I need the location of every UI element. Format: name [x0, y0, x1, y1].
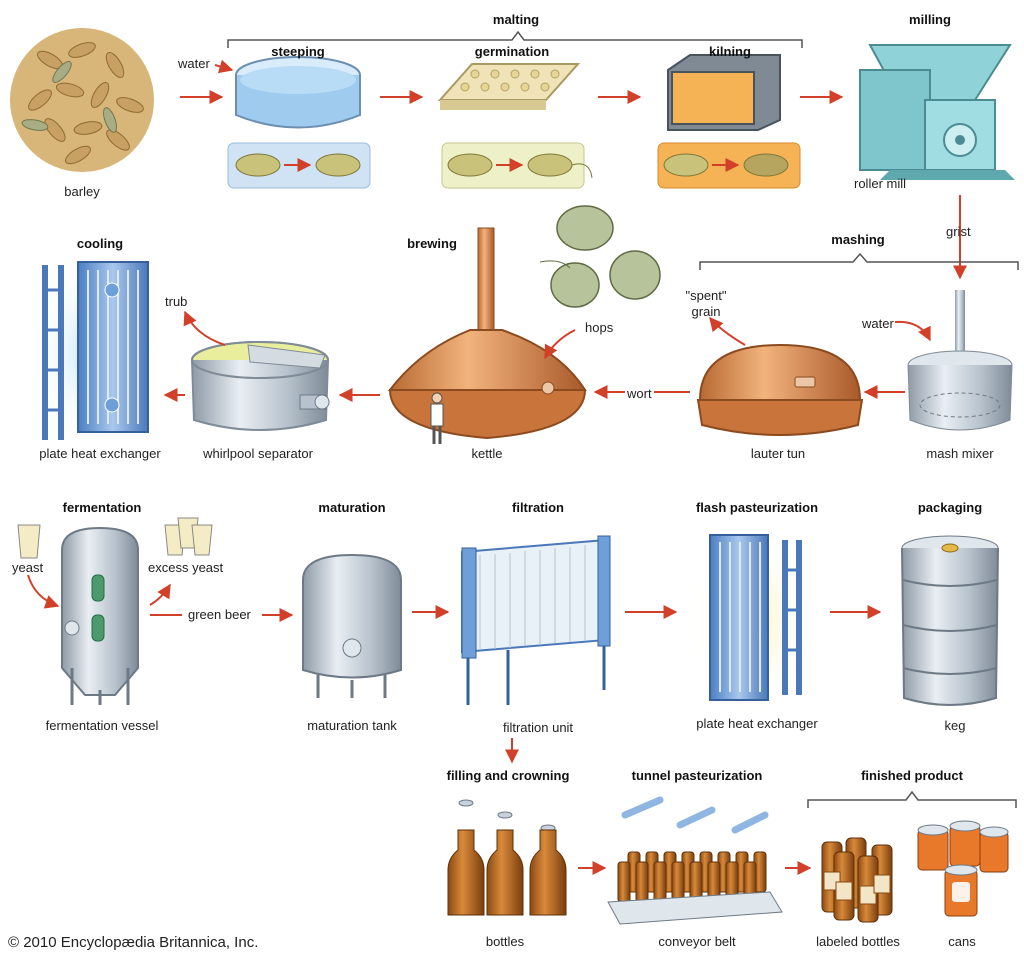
- bottles-illustration: [447, 799, 567, 916]
- label-cans: cans: [948, 934, 976, 949]
- stage-fermentation: fermentation: [62, 500, 142, 515]
- copyright-notice: © 2010 Encyclopædia Britannica, Inc.: [8, 934, 259, 951]
- label-wort: wort: [625, 386, 654, 401]
- stage-packaging: packaging: [917, 500, 983, 515]
- germination-illustration: [437, 63, 593, 189]
- person-figure: [430, 392, 444, 444]
- label-water-mash: water: [862, 316, 894, 331]
- label-mash-mixer: mash mixer: [926, 446, 994, 461]
- kettle-illustration: [387, 227, 587, 444]
- maturation-tank-illustration: [302, 553, 402, 698]
- stage-filling-and-crowning: filling and crowning: [446, 768, 570, 783]
- stage-mashing: mashing: [831, 232, 885, 247]
- stage-brewing: brewing: [407, 236, 457, 251]
- stage-cooling: cooling: [76, 236, 124, 251]
- barley-illustration: [10, 28, 154, 172]
- label-trub: trub: [165, 294, 188, 309]
- stage-tunnel-pasteurization: tunnel pasteurization: [631, 768, 763, 783]
- lauter-tun-illustration: [696, 343, 864, 436]
- label-yeast: yeast: [12, 560, 44, 575]
- stage-filtration: filtration: [512, 500, 564, 515]
- stage-kilning: kilning: [709, 44, 751, 59]
- row3-arrows: [27, 574, 882, 764]
- label-green-beer: green beer: [188, 607, 251, 622]
- label-barley: barley: [64, 184, 100, 199]
- stage-germination: germination: [474, 44, 550, 59]
- stage-finished-product: finished product: [861, 768, 963, 783]
- label-whirlpool-separator: whirlpool separator: [203, 446, 313, 461]
- label-grist: grist: [946, 224, 971, 239]
- roller-mill-illustration: [859, 44, 1015, 180]
- label-bottles: bottles: [485, 934, 525, 949]
- row2-arrows: [163, 310, 931, 402]
- kilning-illustration: [657, 54, 801, 189]
- labeled-bottles-illustration: [821, 837, 893, 923]
- label-fermentation-vessel: fermentation vessel: [45, 718, 159, 733]
- plate-heat-exchanger-1-illustration: [30, 255, 155, 450]
- plate-heat-exchanger-2-illustration: [690, 520, 810, 720]
- label-water-steeping: water: [178, 56, 210, 71]
- stage-steeping: steeping: [271, 44, 325, 59]
- brackets: [227, 30, 1019, 808]
- label-labeled-bottles: labeled bottles: [816, 934, 900, 949]
- label-filtration-unit: filtration unit: [502, 720, 574, 735]
- label-hops: hops: [585, 320, 614, 335]
- filtration-unit-illustration: [461, 535, 611, 705]
- label-conveyor-belt: conveyor belt: [658, 934, 736, 949]
- keg-illustration: [901, 535, 999, 706]
- stage-maturation: maturation: [318, 500, 386, 515]
- row1-arrows: [180, 59, 967, 280]
- yeast-glasses-illustration: [17, 517, 213, 559]
- hops-illustration: [539, 205, 661, 308]
- label-roller-mill: roller mill: [854, 176, 906, 191]
- label-lauter-tun: lauter tun: [750, 446, 806, 461]
- stage-flash-pasteurization: flash pasteurization: [695, 500, 819, 515]
- steeping-illustration: [227, 56, 371, 189]
- label-maturation-tank: maturation tank: [307, 718, 397, 733]
- label-plate-heat-exchanger-cooling: plate heat exchanger: [39, 446, 161, 461]
- cans-illustration: [917, 820, 1009, 917]
- label-excess-yeast: excess yeast: [148, 560, 224, 575]
- label-spent-grain: "spent" grain: [685, 288, 727, 319]
- whirlpool-separator-illustration: [191, 341, 330, 431]
- conveyor-belt-illustration: [607, 796, 783, 925]
- stage-malting: malting: [492, 12, 540, 27]
- label-kettle: kettle: [471, 446, 503, 461]
- fermentation-vessel-illustration: [61, 526, 139, 705]
- label-plate-heat-exchanger-flash: plate heat exchanger: [696, 716, 818, 731]
- mash-mixer-illustration: [907, 290, 1013, 431]
- stage-milling: milling: [909, 12, 951, 27]
- label-keg: keg: [944, 718, 966, 733]
